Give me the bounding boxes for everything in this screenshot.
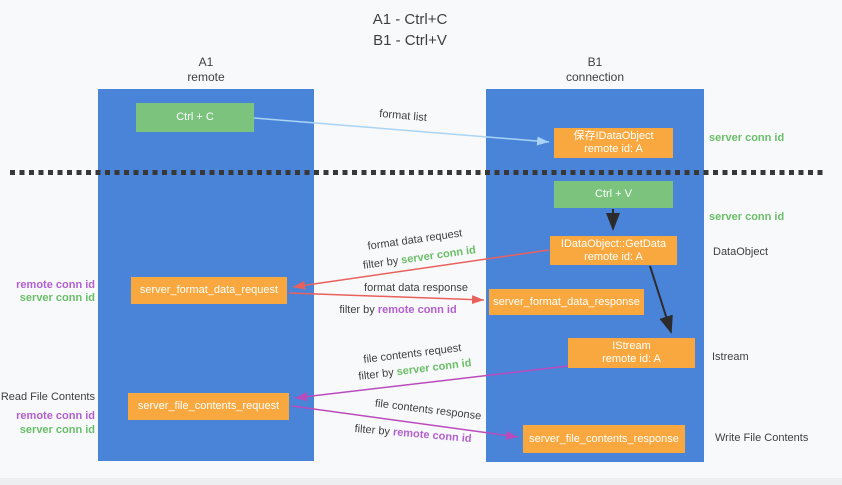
bottom-edge-strip (0, 478, 842, 485)
node-idataobject-getdata: IDataObject::GetData remote id: A (550, 236, 677, 265)
format-list-edge-label: format list (378, 107, 428, 125)
title-line-2: B1 - Ctrl+V (373, 32, 447, 49)
node-file-request-label: server_file_contents_request (137, 400, 280, 412)
server-conn-id-label-file: server conn id (19, 424, 95, 436)
filter-by-remote-conn-id-label-file: filter by remote conn id (348, 422, 479, 446)
server-conn-id-label-format: server conn id (19, 292, 95, 304)
node-ctrl-v-label: Ctrl + V (595, 188, 632, 200)
diagram-title: A1 - Ctrl+C B1 - Ctrl+V (310, 9, 510, 51)
server-conn-id-label-mid: server conn id (709, 211, 785, 223)
remote-conn-id-text: remote conn id (392, 426, 473, 446)
lane-header-a1: A1 remote (98, 55, 314, 85)
node-ctrl-v: Ctrl + V (554, 181, 673, 208)
remote-conn-id-label-format: remote conn id (16, 279, 95, 291)
node-istream-line2: remote id: A (602, 353, 661, 365)
file-contents-response-edge-label: file contents response (374, 397, 482, 423)
lane-b1-name: B1 (587, 55, 603, 69)
node-file-response-label: server_file_contents_response (529, 432, 679, 445)
node-server-format-data-response: server_format_data_response (489, 289, 644, 315)
server-conn-id-label-top: server conn id (709, 132, 785, 144)
node-getdata-line1: IDataObject::GetData (560, 237, 667, 250)
lane-a1-role: remote (187, 70, 225, 84)
lane-header-b1: B1 connection (486, 55, 704, 85)
node-server-file-contents-request: server_file_contents_request (128, 393, 289, 420)
node-format-response-label: server_format_data_response (493, 295, 640, 308)
filter-by-text: filter by (354, 422, 391, 438)
read-file-contents-label: Read File Contents (0, 391, 95, 403)
remote-conn-id-text: remote conn id (377, 304, 457, 316)
node-getdata-line2: remote id: A (584, 250, 643, 263)
title-line-1: A1 - Ctrl+C (372, 11, 448, 28)
node-format-request-label: server_format_data_request (139, 284, 279, 296)
filter-by-text: filter by (362, 255, 400, 272)
node-istream: IStream remote id: A (568, 338, 695, 368)
node-ctrl-c: Ctrl + C (136, 103, 254, 132)
node-server-format-data-request: server_format_data_request (131, 277, 287, 304)
lane-a1-name: A1 (198, 55, 214, 69)
node-ctrl-c-label: Ctrl + C (176, 111, 214, 123)
node-istream-line1: IStream (612, 340, 651, 352)
session-divider-dotted-line (10, 170, 825, 175)
format-data-response-edge-label: format data response (364, 282, 468, 294)
node-server-file-contents-response: server_file_contents_response (523, 425, 685, 453)
dataobject-label: DataObject (713, 246, 769, 258)
node-save-idataobject-line2: remote id: A (584, 143, 643, 155)
node-save-idataobject-line1: 保存IDataObject (573, 130, 654, 142)
istream-side-label: Istream (712, 351, 749, 363)
lane-b1-role: connection (565, 70, 625, 84)
filter-by-remote-conn-id-label-format: filter by remote conn id (336, 304, 460, 317)
node-save-idataobject: 保存IDataObject remote id: A (554, 128, 673, 158)
filter-by-text: filter by (339, 304, 375, 316)
write-file-contents-label: Write File Contents (715, 432, 809, 444)
filter-by-text: filter by (357, 366, 395, 383)
remote-conn-id-label-file: remote conn id (16, 410, 95, 422)
